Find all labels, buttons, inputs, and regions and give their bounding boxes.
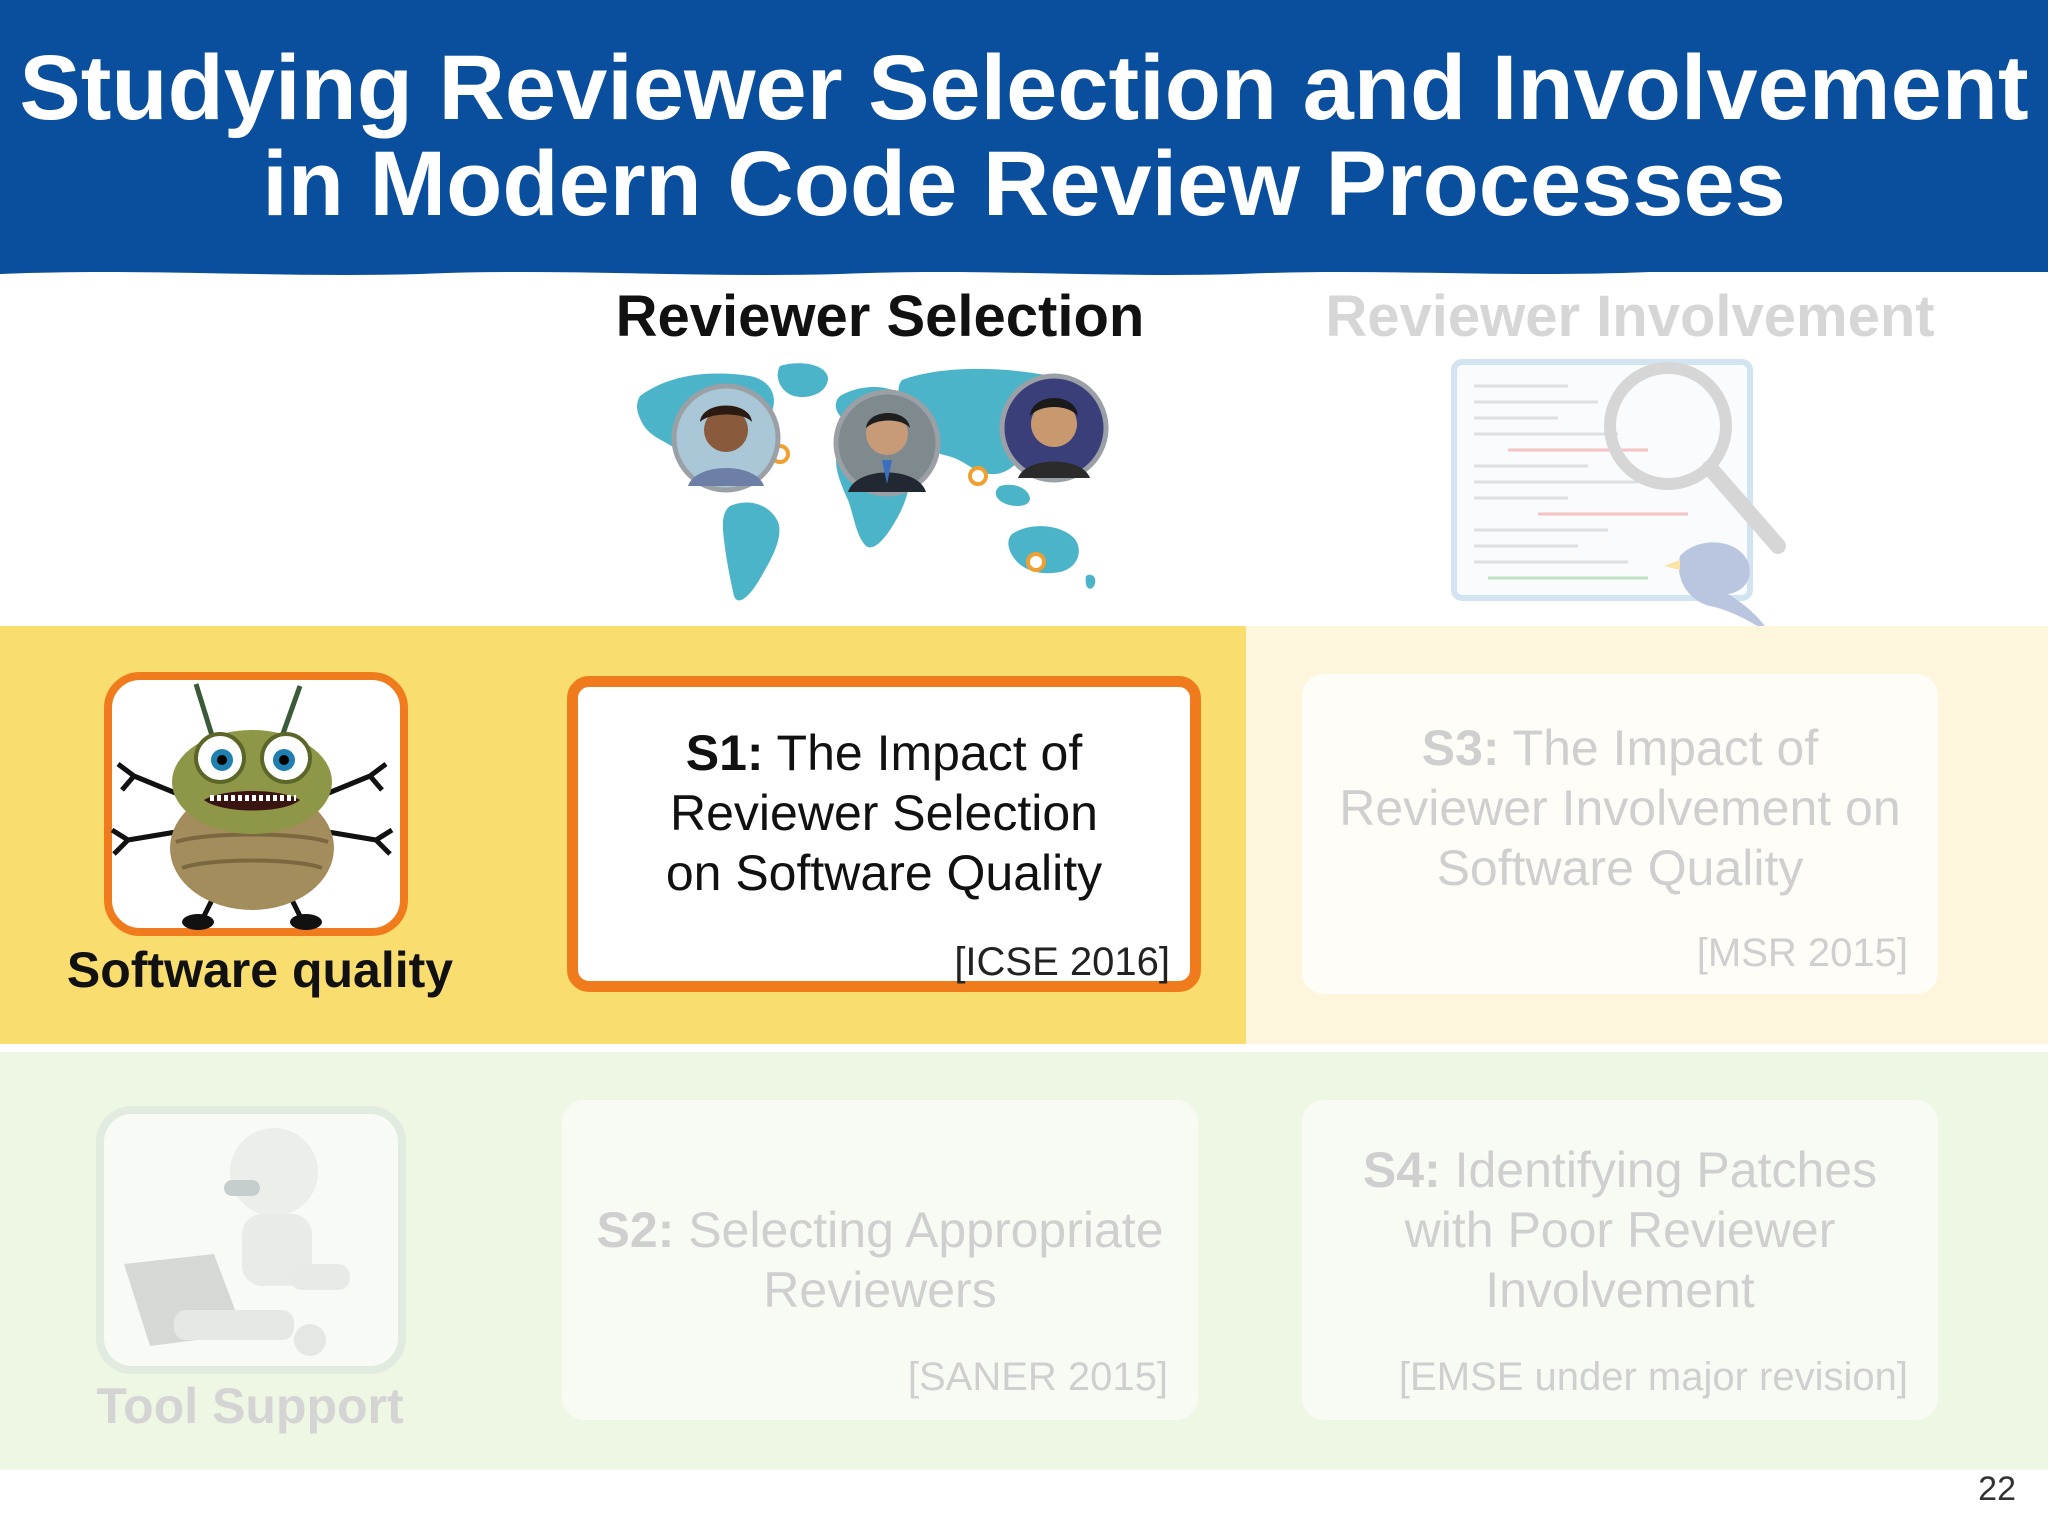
study-card-s4: S4: Identifying Patches with Poor Review… xyxy=(1302,1100,1938,1420)
study-venue-s1: [ICSE 2016] xyxy=(954,940,1170,984)
bug-image-frame xyxy=(104,672,408,936)
robot-laptop-icon xyxy=(124,1128,350,1356)
study-line: Reviewer Involvement on xyxy=(1339,780,1901,836)
study-id-s2: S2: xyxy=(596,1202,675,1258)
study-venue-s2: [SANER 2015] xyxy=(907,1355,1168,1399)
study-card-s2: S2: Selecting Appropriate Reviewers [SAN… xyxy=(562,1100,1198,1420)
study-id-s4: S4: xyxy=(1362,1142,1441,1198)
study-card-s3: S3: The Impact of Reviewer Involvement o… xyxy=(1302,674,1938,994)
study-line: on Software Quality xyxy=(665,845,1103,901)
row-label-software-quality: Software quality xyxy=(66,942,454,998)
study-title-s3: S3: The Impact of Reviewer Involvement o… xyxy=(1302,718,1938,898)
study-line: Selecting Appropriate xyxy=(688,1202,1164,1258)
column-heading-reviewer-involvement: Reviewer Involvement xyxy=(1325,284,1935,349)
study-line: Identifying Patches xyxy=(1454,1142,1878,1198)
study-line: Involvement xyxy=(1485,1262,1755,1318)
study-venue-s4: [EMSE under major revision] xyxy=(1398,1355,1908,1399)
study-title-s1: S1: The Impact of Reviewer Selection on … xyxy=(578,723,1190,903)
study-line: Software Quality xyxy=(1436,840,1804,896)
study-title-s4: S4: Identifying Patches with Poor Review… xyxy=(1302,1140,1938,1320)
reviewer-avatar-1 xyxy=(671,383,781,493)
reviewer-avatar-3 xyxy=(999,373,1109,483)
code-magnifier-icon xyxy=(1451,359,1786,634)
banner-torn-edge xyxy=(0,262,2048,275)
study-line: The Impact of xyxy=(776,725,1083,781)
slide-title-line-2: in Modern Code Review Processes xyxy=(262,133,1786,235)
study-line: Reviewers xyxy=(763,1262,997,1318)
study-card-s1: S1: The Impact of Reviewer Selection on … xyxy=(567,676,1201,992)
study-line: The Impact of xyxy=(1512,720,1819,776)
page-number: 22 xyxy=(1978,1470,2016,1508)
study-id-s3: S3: xyxy=(1421,720,1500,776)
slide-title-line-1: Studying Reviewer Selection and Involvem… xyxy=(19,37,2029,139)
title-banner: Studying Reviewer Selection and Involvem… xyxy=(0,0,2048,272)
study-title-s2: S2: Selecting Appropriate Reviewers xyxy=(562,1200,1198,1320)
study-id-s1: S1: xyxy=(685,725,764,781)
reviewer-avatar-2 xyxy=(833,389,941,497)
bug-mascot-icon xyxy=(110,683,394,930)
study-line: Reviewer Selection xyxy=(670,785,1098,841)
study-venue-s3: [MSR 2015] xyxy=(1696,931,1908,975)
study-line: with Poor Reviewer xyxy=(1404,1202,1836,1258)
column-heading-reviewer-selection: Reviewer Selection xyxy=(615,284,1145,349)
row-label-tool-support: Tool Support xyxy=(96,1378,404,1434)
robot-image-frame xyxy=(96,1106,406,1374)
